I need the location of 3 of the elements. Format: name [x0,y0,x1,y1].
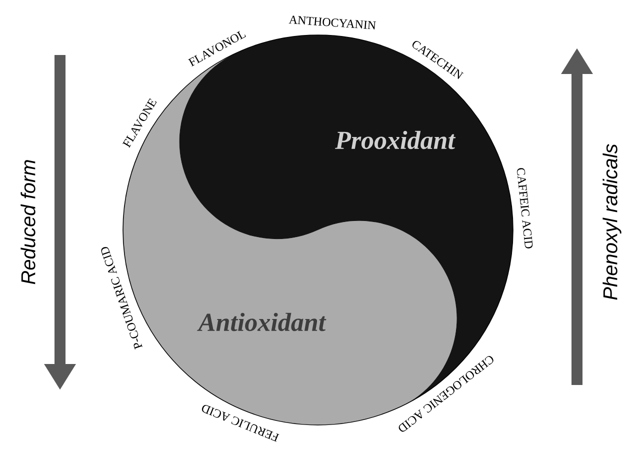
arrow-label: Reduced form [20,160,36,284]
compound-label: ANTHOCYANIN [288,16,376,30]
arrow-label: Phenoxyl radicals [602,144,622,300]
